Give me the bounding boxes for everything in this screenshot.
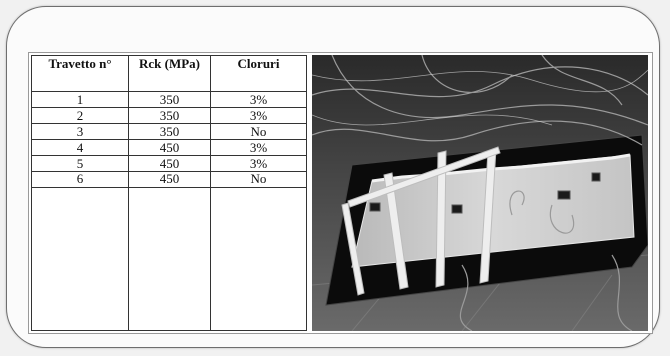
cell-cloruri: 3% bbox=[210, 139, 307, 156]
photo-illustration bbox=[312, 55, 648, 331]
table-row: 5 450 3% bbox=[31, 155, 307, 172]
cell-travetto: 4 bbox=[31, 139, 129, 156]
rounded-frame: Travetto n° Rck (MPa) Cloruri 1 350 3% 2… bbox=[6, 6, 660, 348]
beam-table: Travetto n° Rck (MPa) Cloruri 1 350 3% 2… bbox=[31, 55, 307, 331]
cell-rck: 450 bbox=[128, 139, 211, 156]
table-row: 1 350 3% bbox=[31, 91, 307, 108]
header-rck: Rck (MPa) bbox=[128, 55, 211, 92]
cell-travetto: 5 bbox=[31, 155, 129, 172]
cell-rck: 350 bbox=[128, 123, 211, 140]
beam-test-photo bbox=[312, 55, 648, 331]
content-panel: Travetto n° Rck (MPa) Cloruri 1 350 3% 2… bbox=[28, 52, 653, 334]
cell-cloruri: 3% bbox=[210, 91, 307, 108]
cell-rck: 350 bbox=[128, 107, 211, 124]
table-row: 4 450 3% bbox=[31, 139, 307, 156]
cell-cloruri: 3% bbox=[210, 155, 307, 172]
cell-rck: 350 bbox=[128, 91, 211, 108]
table-row: 3 350 No bbox=[31, 123, 307, 140]
cell-cloruri: No bbox=[210, 171, 307, 188]
cell-cloruri: 3% bbox=[210, 107, 307, 124]
cell-rck: 450 bbox=[128, 171, 211, 188]
table-filler-row bbox=[31, 187, 307, 331]
cell-travetto: 3 bbox=[31, 123, 129, 140]
header-cloruri: Cloruri bbox=[210, 55, 307, 92]
table-row: 6 450 No bbox=[31, 171, 307, 188]
cell-rck: 450 bbox=[128, 155, 211, 172]
header-travetto: Travetto n° bbox=[31, 55, 129, 92]
table-header-row: Travetto n° Rck (MPa) Cloruri bbox=[31, 55, 307, 92]
cell-cloruri: No bbox=[210, 123, 307, 140]
table-row: 2 350 3% bbox=[31, 107, 307, 124]
cell-travetto: 6 bbox=[31, 171, 129, 188]
cell-travetto: 1 bbox=[31, 91, 129, 108]
cell-travetto: 2 bbox=[31, 107, 129, 124]
